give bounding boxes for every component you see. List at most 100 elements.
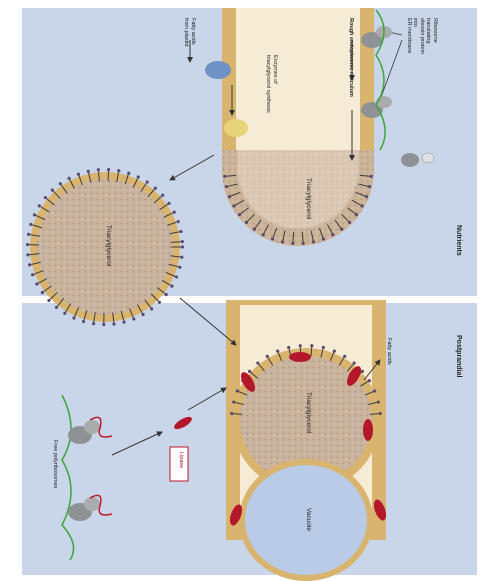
oleosin-head (179, 230, 182, 233)
oleosin-head (368, 379, 371, 382)
oleosin-head (28, 263, 31, 266)
oleosin-head (31, 273, 34, 276)
oleosin-head (373, 389, 376, 392)
oleosin-head (302, 242, 305, 245)
oleosin-head (370, 175, 373, 178)
oleosin-mark (311, 347, 312, 356)
oleosin-head (41, 291, 44, 294)
oleosin-head (181, 245, 184, 248)
oleosin-head (181, 240, 184, 243)
oleosin-head (310, 344, 313, 347)
oleosin-head (180, 256, 183, 259)
oleosin-head (238, 213, 241, 216)
tag-germination-label: Triacylglycerol (305, 392, 312, 433)
oleosin-head (361, 204, 364, 207)
oleosin-head (146, 180, 149, 183)
oleosin-head (245, 221, 248, 224)
oleosin-head (348, 221, 351, 224)
oleosin-head (72, 316, 75, 319)
oleosin-head (361, 370, 364, 373)
oleosin-head (82, 320, 85, 323)
vacuole-label: Vacuole (305, 508, 312, 531)
oleosin-head (256, 362, 259, 365)
tag-synthesis-label: Enzymes of triacylglycerol synthesis (265, 55, 278, 113)
oleosin-head (253, 228, 256, 231)
tag-budding-label: Triacylglycerol (305, 178, 312, 219)
oleosin-head (225, 185, 228, 188)
oleosin-head (236, 389, 239, 392)
lipase-marker (289, 352, 311, 362)
oleosin-head (132, 317, 135, 320)
oleosin-head (177, 220, 180, 223)
oleosin-head (141, 313, 144, 316)
oleosin-head (170, 284, 173, 287)
oleosin-head (33, 213, 36, 216)
oleosin-head (107, 168, 110, 171)
oleosin-head (26, 253, 29, 256)
oleosin-head (379, 412, 382, 415)
oleosin-head (44, 196, 47, 199)
oleosin-head (167, 202, 170, 205)
oleosin-head (29, 223, 32, 226)
oleosin-head (51, 189, 54, 192)
oleosin-head (97, 168, 100, 171)
oleosin-head (122, 321, 125, 324)
plastid-enzyme (205, 61, 231, 79)
oleosin-head (67, 177, 70, 180)
oleosin-head (331, 233, 334, 236)
oleosin-head (340, 228, 343, 231)
oleosin-head (27, 233, 30, 236)
lipase-marker (363, 419, 373, 441)
oleosin-head (223, 175, 226, 178)
oleosin-head (178, 266, 181, 269)
oleosin-head (102, 323, 105, 326)
oleosin-head (271, 237, 274, 240)
oleosin-head (35, 282, 38, 285)
panel-title-postprandial: Postprandial (455, 335, 462, 377)
oleosin-head (353, 362, 356, 365)
oleosin-head (228, 195, 231, 198)
oleosin-head (276, 350, 279, 353)
oleosin-head (355, 213, 358, 216)
oleosin-head (343, 355, 346, 358)
oleosin-head (63, 312, 66, 315)
oleosin-head (322, 346, 325, 349)
oleosin-head (117, 169, 120, 172)
oleosin-head (158, 301, 161, 304)
fatty-acids-plastid-label: Fatty acids from plastid (183, 18, 196, 46)
lipase-label: Lipase (178, 452, 185, 468)
oleosin-head (26, 243, 29, 246)
oleosin-head (230, 412, 233, 415)
oleosin-head (38, 204, 41, 207)
oleosin-head (161, 194, 164, 197)
oleosin-head (299, 344, 302, 347)
oleosin-mark (302, 232, 303, 242)
tag-droplet-label: Triacylglycerol (105, 225, 112, 266)
oleosin-head (312, 240, 315, 243)
oleosin-mark (171, 242, 181, 243)
oleosin-head (127, 172, 130, 175)
oleosin-head (87, 170, 90, 173)
free-polyribosomes-label: Free polyribosomes (52, 440, 59, 488)
oleosin-head (365, 195, 368, 198)
oleosin-mark (293, 232, 294, 242)
oleosin-head (377, 400, 380, 403)
oleosin-head (248, 370, 251, 373)
oleosin-head (150, 307, 153, 310)
oleosin-head (322, 237, 325, 240)
oleosin-head (137, 175, 140, 178)
ribosome-translating-label: Ribosome translating oleosin protein int… (406, 18, 439, 64)
oleosin-head (232, 204, 235, 207)
oleosin-head (77, 173, 80, 176)
oleosin-head (92, 322, 95, 325)
fatty-acids-release-label: Fatty acids (386, 338, 393, 365)
oleosin-head (232, 400, 235, 403)
oleosin-head (47, 299, 50, 302)
panel-title-nutrients: Nutrients (455, 225, 462, 256)
oleosin-head (55, 306, 58, 309)
oleosin-head (173, 211, 176, 214)
oleosin-head (175, 275, 178, 278)
oleosin-head (333, 350, 336, 353)
